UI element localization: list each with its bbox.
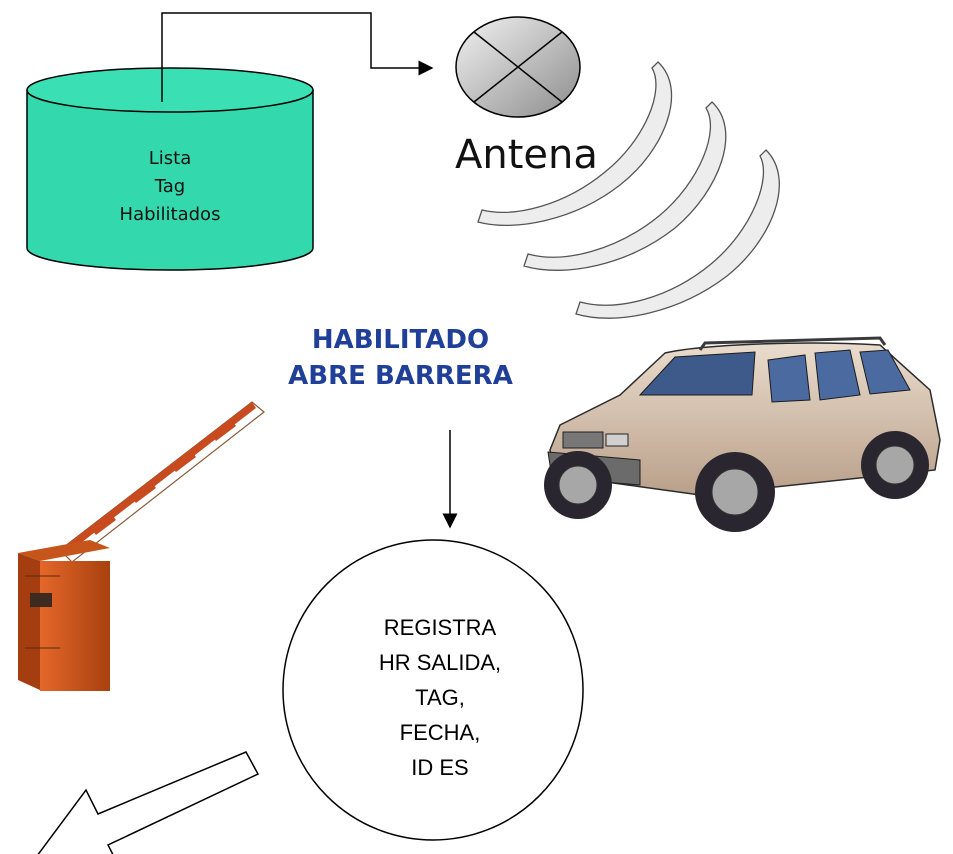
db-to-antenna-arrow	[161, 12, 434, 102]
signal-waves-icon	[477, 61, 780, 319]
status-label: HABILITADO ABRE BARRERA	[268, 322, 533, 394]
record-line-2: HR SALIDA,	[378, 650, 502, 675]
record-line-3: TAG,	[415, 685, 465, 710]
output-arrow	[37, 751, 260, 854]
suv-icon	[544, 336, 941, 532]
database-cylinder	[26, 67, 314, 271]
record-line-4: FECHA,	[399, 720, 481, 745]
record-label: REGISTRA HR SALIDA, TAG, FECHA, ID ES	[325, 610, 555, 785]
antenna-label: Antena	[455, 132, 598, 178]
record-line-1: REGISTRA	[383, 615, 497, 640]
antenna-icon	[455, 16, 581, 118]
record-circle	[282, 539, 584, 841]
barrier-gate-icon	[18, 401, 265, 691]
database-line-3: Habilitados	[119, 204, 221, 225]
status-line-2: ABRE BARRERA	[288, 361, 513, 391]
record-line-5: ID ES	[411, 755, 469, 780]
database-line-2: Tag	[154, 176, 186, 197]
database-label: Lista Tag Habilitados	[60, 145, 280, 229]
database-line-1: Lista	[148, 148, 192, 169]
status-line-1: HABILITADO	[311, 325, 490, 355]
